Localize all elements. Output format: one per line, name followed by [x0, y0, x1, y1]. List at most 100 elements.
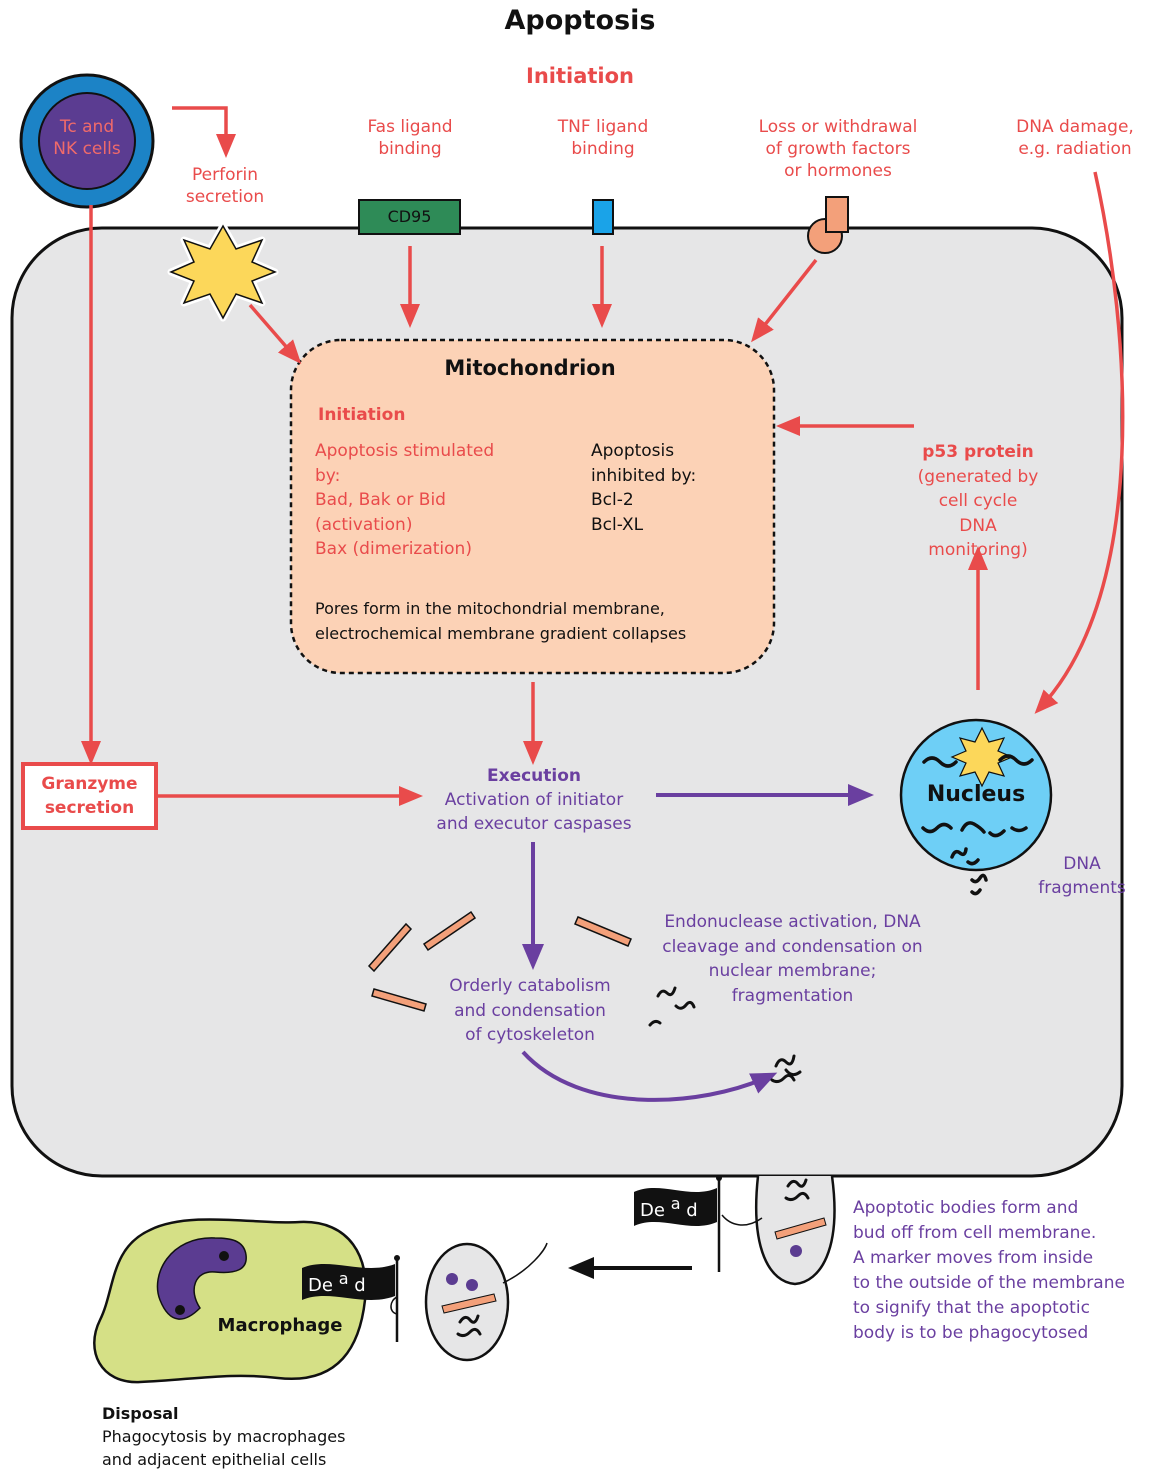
- loss-label: Loss or withdrawal of growth factors or …: [738, 116, 938, 182]
- execution-line1: Activation of initiator: [444, 790, 624, 810]
- mito-inhibited-list: Apoptosis inhibited by: Bcl-2 Bcl-XL: [591, 439, 761, 537]
- macrophage: [93, 1218, 367, 1384]
- loss-label-line3: or hormones: [784, 161, 892, 181]
- flag-left-d: D: [308, 1275, 322, 1296]
- granzyme-line2: secretion: [44, 798, 135, 818]
- nucleus-label: Nucleus: [926, 782, 1026, 807]
- endonuclease-line4: fragmentation: [731, 985, 854, 1006]
- tc-nk-label-line1: Tc and: [59, 117, 115, 137]
- tnf-label: TNF ligand binding: [533, 116, 673, 160]
- inhibited-line2: inhibited by:: [591, 465, 697, 486]
- inhibited-line4: Bcl-XL: [591, 514, 644, 535]
- perforin-label-line2: secretion: [185, 187, 265, 207]
- apoptotic-bodies-line4: to the outside of the membrane: [853, 1273, 1125, 1293]
- budding-apoptotic-body: [721, 1175, 836, 1286]
- execution-title: Execution: [486, 766, 582, 786]
- endonuclease-label: Endonuclease activation, DNA cleavage an…: [645, 910, 940, 1008]
- flag-left-d2: d: [354, 1275, 366, 1296]
- pores-line1: Pores form in the mitochondrial membrane…: [315, 599, 665, 618]
- dna-damage-label-line2: e.g. radiation: [1018, 139, 1132, 159]
- nucleus-dna-strands: [921, 754, 1034, 896]
- pores-line2: electrochemical membrane gradient collap…: [315, 624, 687, 643]
- mitochondrion-box: [289, 338, 776, 675]
- fas-label-line2: binding: [378, 139, 442, 159]
- catabolism-line3: of cytoskeleton: [465, 1025, 595, 1045]
- growth-factor-receptor: [807, 196, 849, 254]
- p53-line2: cell cycle: [938, 491, 1018, 511]
- dna-fragments-line2: fragments: [1038, 878, 1126, 898]
- perforin-label: Perforin secretion: [165, 164, 285, 208]
- flag-right-d2: d: [686, 1200, 698, 1221]
- stimulated-line4: (activation): [315, 514, 413, 535]
- dead-flag-left: [302, 1255, 400, 1342]
- flag-right-a: a: [670, 1194, 681, 1213]
- perforin-label-line1: Perforin: [192, 165, 258, 185]
- catabolism-line2: and condensation: [454, 1000, 606, 1021]
- cell-body: [10, 226, 1124, 1178]
- cd95-label: CD95: [387, 207, 432, 226]
- dna-damage-label: DNA damage, e.g. radiation: [1000, 116, 1150, 160]
- apoptotic-bodies-line5: to signify that the apoptotic: [853, 1298, 1090, 1318]
- tnf-label-line2: binding: [571, 139, 635, 159]
- granzyme-line1: Granzyme: [41, 774, 138, 794]
- disposal-label: Disposal Phagocytosis by macrophages and…: [102, 1402, 402, 1471]
- initiation-arrows: [81, 106, 1125, 806]
- dna-damage-label-line1: DNA damage,: [1016, 117, 1134, 137]
- apoptotic-bodies-line6: body is to be phagocytosed: [853, 1323, 1089, 1343]
- flag-right-e: e: [653, 1200, 665, 1221]
- inhibited-line3: Bcl-2: [591, 490, 634, 510]
- dna-fragments-label: DNA fragments: [1022, 852, 1142, 900]
- stimulated-line2: by:: [315, 465, 341, 486]
- p53-line4: monitoring): [928, 540, 1028, 560]
- loss-label-line2: of growth factors: [765, 139, 911, 159]
- tc-nk-label-line2: NK cells: [53, 139, 121, 159]
- loss-label-line1: Loss or withdrawal: [758, 117, 918, 137]
- p53-line3: DNA: [959, 515, 997, 536]
- tc-nk-cell: [19, 73, 155, 209]
- apoptotic-bodies-line3: A marker moves from inside: [853, 1248, 1094, 1268]
- mito-pores-text: Pores form in the mitochondrial membrane…: [315, 596, 775, 646]
- catabolism-line1: Orderly catabolism: [449, 976, 611, 996]
- flag-right-text: De a d: [640, 1193, 720, 1222]
- tnf-label-line1: TNF ligand: [557, 117, 649, 137]
- p53-title: p53 protein: [922, 442, 1034, 462]
- page-title: Apoptosis: [504, 5, 656, 36]
- disposal-line1: Phagocytosis by macrophages: [102, 1427, 346, 1446]
- p53-label: p53 protein (generated by cell cycle DNA…: [903, 440, 1053, 563]
- stimulated-line5: Bax (dimerization): [315, 539, 472, 559]
- initiation-heading: Initiation: [526, 64, 634, 88]
- cytoskeleton-fragments: [367, 910, 632, 1012]
- mitochondrion-title: Mitochondrion: [444, 356, 616, 380]
- inhibited-line1: Apoptosis: [591, 441, 675, 461]
- execution-line2: and executor caspases: [436, 814, 632, 834]
- endonuclease-line3: nuclear membrane;: [708, 961, 877, 981]
- nucleus-damage-star-icon: [950, 726, 1014, 788]
- tnf-receptor: [592, 199, 614, 235]
- fas-label-line1: Fas ligand: [367, 117, 453, 137]
- endonuclease-line1: Endonuclease activation, DNA: [664, 912, 921, 932]
- mito-stimulated-list: Apoptosis stimulated by: Bad, Bak or Bid…: [315, 439, 565, 562]
- floating-apoptotic-body: [424, 1242, 548, 1362]
- apoptotic-bodies-line2: bud off from cell membrane.: [853, 1223, 1097, 1243]
- execution-label: Execution Activation of initiator and ex…: [404, 764, 664, 836]
- stimulated-line1: Apoptosis stimulated: [315, 441, 495, 461]
- dna-fragments-cytoplasm: [648, 986, 802, 1084]
- flag-left-a: a: [338, 1269, 349, 1288]
- dna-fragments-line1: DNA: [1063, 854, 1101, 874]
- apoptotic-bodies-line1: Apoptotic bodies form and: [853, 1198, 1079, 1218]
- tc-nk-label: Tc and NK cells: [37, 116, 137, 160]
- flag-right-d: D: [640, 1200, 654, 1221]
- flag-left-text: De a d: [308, 1268, 398, 1297]
- endonuclease-line2: cleavage and condensation on: [662, 936, 923, 957]
- apoptotic-bodies-label: Apoptotic bodies form and bud off from c…: [853, 1196, 1153, 1346]
- cd95-receptor: [358, 199, 461, 235]
- dead-flag-right: [634, 1175, 722, 1272]
- stimulated-line3: Bad, Bak or Bid: [315, 490, 446, 510]
- p53-line1: (generated by: [917, 466, 1039, 487]
- flag-left-e: e: [321, 1275, 333, 1296]
- granzyme-label: Granzyme secretion: [23, 772, 156, 820]
- execution-arrows: [521, 784, 874, 1102]
- mito-initiation-label: Initiation: [318, 405, 406, 425]
- fas-label: Fas ligand binding: [340, 116, 480, 160]
